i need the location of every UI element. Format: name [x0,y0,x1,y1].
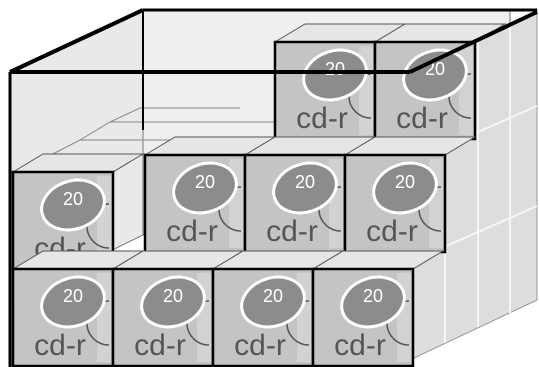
disc-number: 20 [363,286,383,306]
box-label: cd-r [334,329,386,362]
cd-r-box: 20 cd-r [343,136,477,254]
cd-disc-icon [140,275,206,329]
box-label: cd-r [296,102,348,135]
cd-disc-icon [340,275,406,329]
cd-r-box: 20 cd-r [311,250,445,367]
box-label: cd-r [234,329,286,362]
disc-number: 20 [325,59,345,79]
cd-disc-icon [40,178,106,232]
cd-disc-icon [402,48,468,102]
cd-disc-icon [302,48,368,102]
cd-disc-icon [272,161,338,215]
disc-number: 20 [295,172,315,192]
crate-frame-edge [409,10,538,74]
cd-r-box: 20 cd-r [243,136,377,254]
disc-number: 20 [195,172,215,192]
crate-frame-edge [9,8,144,74]
disc-number: 20 [163,286,183,306]
cd-r-box: 20 cd-r [211,250,345,367]
cd-disc-icon [372,161,438,215]
cd-disc-icon [240,275,306,329]
disc-number: 20 [395,172,415,192]
box-label: cd-r [366,215,418,248]
cd-r-boxes: 20 cd-r 20 cd-r 20 cd-r 20 cd-r 20 cd-r 20 cd-r 20 cd… [11,23,507,367]
cd-disc-icon [172,161,238,215]
box-label: cd-r [34,329,86,362]
disc-number: 20 [63,286,83,306]
crate-shelf-line [109,107,240,123]
cd-r-box: 20 cd-r [273,23,407,141]
disc-number: 20 [63,189,83,209]
cd-r-box: 20 cd-r [143,136,277,254]
box-label: cd-r [166,215,218,248]
box-label: cd-r [266,215,318,248]
box-label: cd-r [134,329,186,362]
crate-frame [8,8,538,367]
box-label: cd-r [396,102,448,135]
disc-number: 20 [263,286,283,306]
cd-r-box: 20 cd-r [111,250,245,367]
cd-disc-icon [40,275,106,329]
